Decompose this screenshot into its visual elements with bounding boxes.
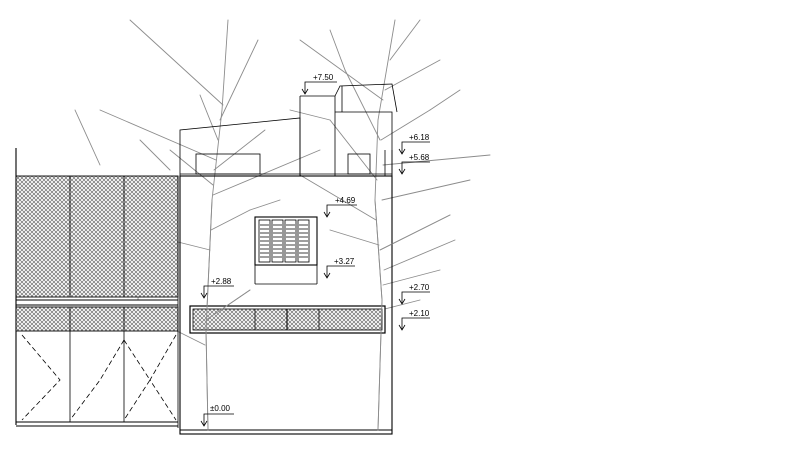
level-marker-opening-top: +2.70 [398,283,430,305]
level-label: +2.70 [409,283,430,292]
left-building [15,148,179,428]
level-label: +3.27 [334,257,355,266]
level-label: +4.69 [335,196,356,205]
window-louvres [258,219,310,263]
main-house [179,83,398,435]
level-label: ±0.00 [210,404,231,413]
level-marker-opening-bottom: +2.10 [398,309,430,331]
level-label: +7.50 [313,73,334,82]
level-label: +2.88 [211,277,232,286]
level-markers: +7.50 +6.18 +5.68 +4.69 +3.27 [200,73,430,427]
level-marker-wall-left: +2.88 [200,277,234,299]
level-label: +5.68 [409,153,430,162]
level-marker-roof-top: +7.50 [301,73,337,95]
level-label: +2.10 [409,309,430,318]
tree-trunks-front [205,199,451,431]
level-marker-ground: ±0.00 [200,404,234,427]
level-marker-window-sill: +3.27 [323,257,355,279]
level-marker-parapet-low: +5.68 [398,153,430,175]
level-marker-parapet-high: +6.18 [398,133,430,155]
level-marker-window-top: +4.69 [323,196,357,218]
level-label: +6.18 [409,133,430,142]
